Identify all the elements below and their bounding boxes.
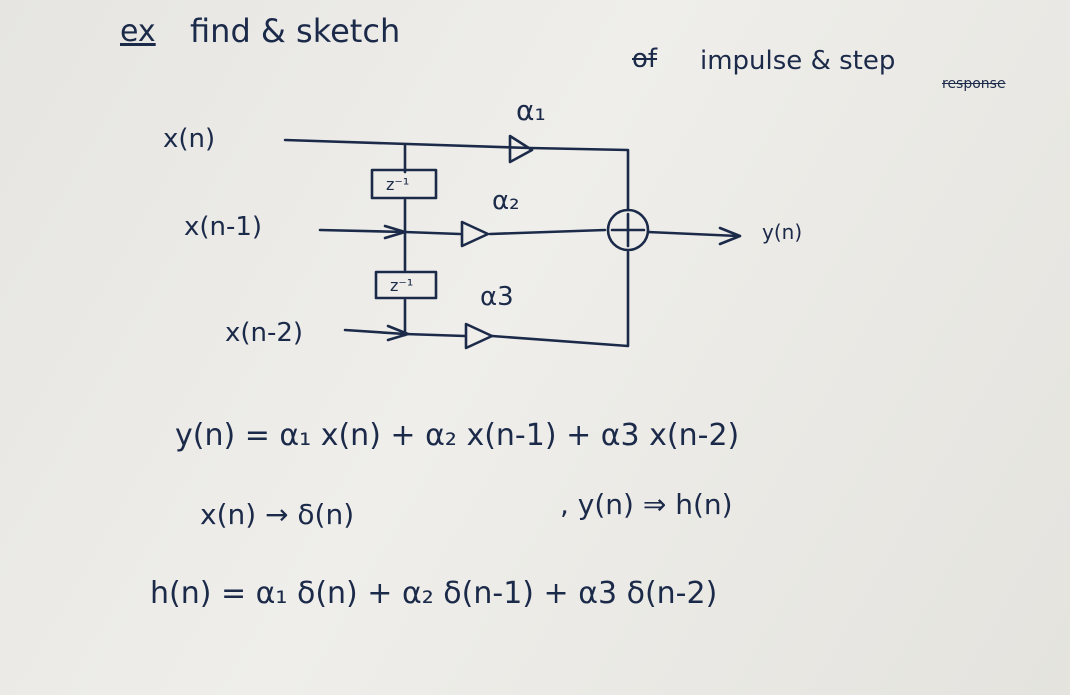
heading-text: find & sketch bbox=[190, 12, 401, 50]
output-label: y(n) bbox=[762, 220, 803, 244]
heading-tail: impulse & step bbox=[700, 46, 896, 76]
delayed1-arrow bbox=[383, 224, 407, 240]
difference-equation: y(n) = α₁ x(n) + α₂ x(n-1) + α3 x(n-2) bbox=[175, 418, 740, 453]
gain2-triangle bbox=[460, 220, 490, 248]
input-line bbox=[283, 138, 630, 212]
impulse-response-equation: h(n) = α₁ δ(n) + α₂ δ(n-1) + α3 δ(n-2) bbox=[150, 576, 718, 611]
substitution-left: x(n) → δ(n) bbox=[200, 498, 355, 531]
delay1-box bbox=[370, 168, 438, 200]
heading-tail-struck: response bbox=[942, 76, 1006, 92]
delay1-label: z⁻¹ bbox=[386, 175, 409, 194]
gain3-triangle bbox=[464, 322, 494, 350]
adder-circle bbox=[606, 208, 650, 252]
substitution-right: , y(n) ⇒ h(n) bbox=[560, 488, 733, 521]
gain1-label: α₁ bbox=[516, 94, 546, 127]
delay2-box bbox=[374, 270, 438, 300]
heading-struck-word: of bbox=[632, 44, 658, 74]
delay2-label: z⁻¹ bbox=[390, 276, 413, 295]
delayed2-arrow bbox=[386, 324, 410, 342]
delayed2-label: x(n-2) bbox=[225, 318, 304, 348]
input-label: x(n) bbox=[163, 124, 216, 154]
delayed1-label: x(n-1) bbox=[184, 212, 263, 242]
heading-prefix: ex bbox=[120, 14, 156, 49]
output-arrow bbox=[718, 226, 742, 246]
gain2-label: α₂ bbox=[492, 186, 520, 216]
gain1-triangle bbox=[508, 134, 534, 164]
adder-plus-sign bbox=[610, 212, 646, 248]
gain3-label: α3 bbox=[480, 282, 514, 312]
output-line bbox=[646, 230, 740, 238]
